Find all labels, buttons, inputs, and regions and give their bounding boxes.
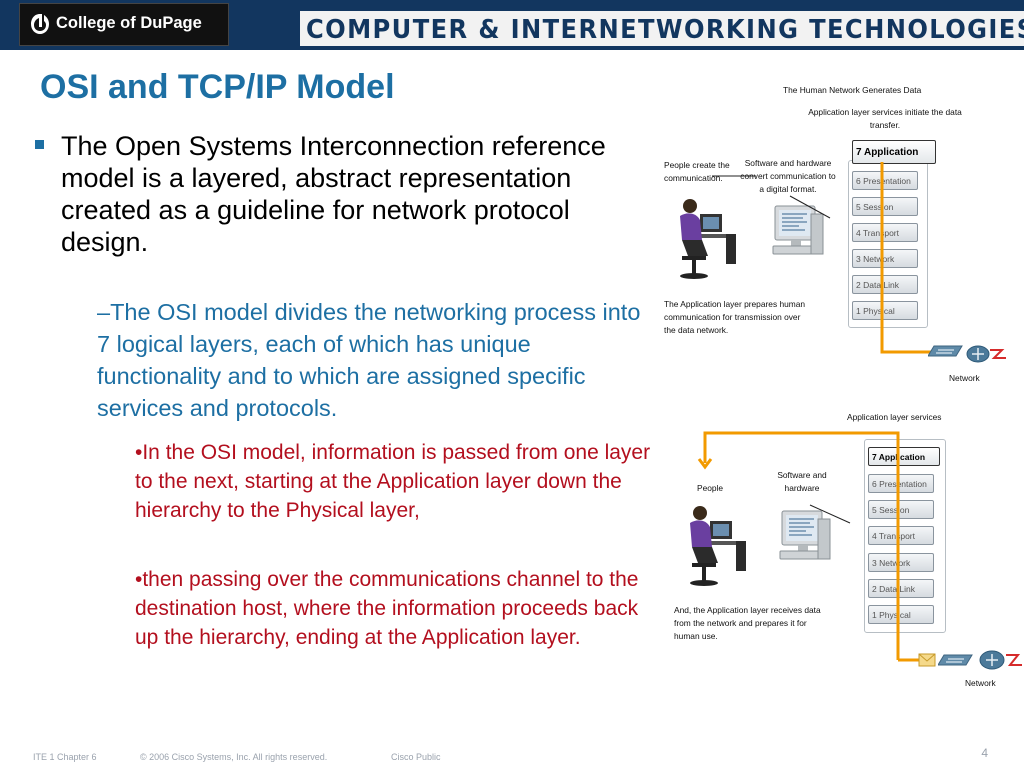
- data-path-arrow-bottom: [697, 431, 922, 662]
- figure-top-people-caption: People create the communication.: [664, 160, 730, 183]
- router-icon: [979, 650, 1022, 670]
- figure-bottom-sw-caption: Software and hardware: [777, 470, 827, 493]
- bullet-level1-text: The Open Systems Interconnection referen…: [61, 131, 606, 257]
- figure-top-bottom-caption: The Application layer prepares human com…: [664, 299, 806, 335]
- figure-top-title: The Human Network Generates Data: [783, 85, 922, 95]
- network-label-top: Network: [949, 373, 980, 383]
- figure-bottom-bottom-caption: And, the Application layer receives data…: [674, 605, 821, 641]
- footer-chapter: ITE 1 Chapter 6: [33, 752, 97, 762]
- bullet-level3-text-2: •then passing over the communications ch…: [135, 568, 639, 649]
- person-at-computer-icon: [680, 199, 736, 279]
- college-logo: College of DuPage: [19, 3, 229, 46]
- network-switch-icon: [938, 654, 973, 666]
- banner-text: COMPUTER & INTERNETWORKING TECHNOLOGIES: [306, 15, 1024, 45]
- figure-bottom-title: Application layer services: [847, 412, 942, 422]
- layer-session: 5 Session: [852, 197, 918, 216]
- layer-session: 5 Session: [868, 500, 934, 519]
- footer-copyright: © 2006 Cisco Systems, Inc. All rights re…: [140, 752, 328, 762]
- page-number: 4: [981, 746, 988, 760]
- dupage-logo-icon: [31, 14, 49, 34]
- network-switch-icon: [928, 345, 963, 357]
- header-bar: College of DuPage COMPUTER & INTERNETWOR…: [0, 0, 1024, 50]
- figure-top-app-caption: Application layer services initiate the …: [808, 107, 962, 130]
- layer-transport: 4 Transport: [852, 223, 918, 242]
- layer-data-link: 2 Data Link: [852, 275, 918, 294]
- bullet-level2-text: –The OSI model divides the networking pr…: [97, 299, 641, 421]
- envelope-icon: [918, 653, 936, 667]
- network-label-bottom: Network: [965, 678, 996, 688]
- figure-top-sw-caption: Software and hardware convert communicat…: [740, 158, 836, 194]
- osi-stack-frame-bottom: [864, 439, 946, 633]
- computer-icon: [772, 205, 824, 255]
- figure-top: The Human Network Generates Data Applica…: [660, 80, 1020, 400]
- logo-text: College of DuPage: [56, 14, 202, 32]
- layer-transport: 4 Transport: [868, 526, 934, 545]
- layer-application: 7 Application: [852, 140, 936, 164]
- layer-network: 3 Network: [852, 249, 918, 268]
- slide-title: OSI and TCP/IP Model: [40, 68, 395, 106]
- square-bullet-icon: [35, 140, 44, 149]
- person-at-computer-icon: [690, 506, 746, 586]
- data-path-arrow-top: [712, 162, 936, 354]
- computer-icon: [779, 510, 831, 560]
- footer-classification: Cisco Public: [391, 752, 441, 762]
- layer-network: 3 Network: [868, 553, 934, 572]
- figure-bottom-people-caption: People: [697, 483, 724, 493]
- layer-data-link: 2 Data Link: [868, 579, 934, 598]
- figure-bottom: Application layer services People Softwa…: [660, 405, 1024, 705]
- program-banner: COMPUTER & INTERNETWORKING TECHNOLOGIES: [297, 11, 1024, 46]
- layer-physical: 1 Physical: [852, 301, 918, 320]
- router-icon: [966, 345, 1006, 363]
- layer-physical: 1 Physical: [868, 605, 934, 624]
- bullet-level3-text-1: •In the OSI model, information is passed…: [135, 441, 651, 522]
